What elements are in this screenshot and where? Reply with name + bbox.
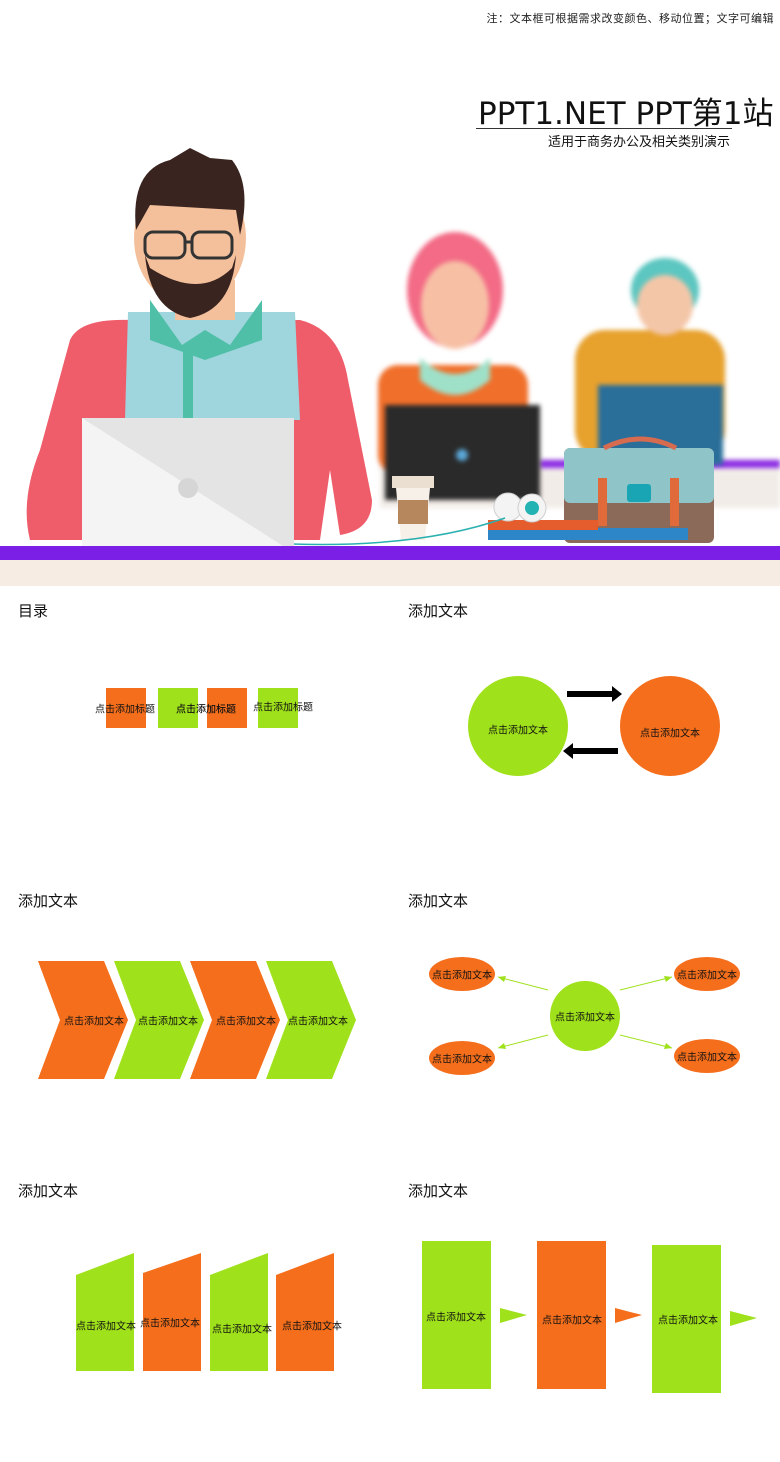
toc-tile bbox=[207, 688, 247, 728]
blurred-woman bbox=[378, 232, 540, 500]
chevron-label[interactable]: 点击添加文本 bbox=[64, 1016, 124, 1028]
hub-node bbox=[674, 1039, 740, 1073]
desk-front bbox=[0, 560, 780, 586]
flow-diagram bbox=[422, 1241, 757, 1393]
office-illustration bbox=[0, 148, 780, 586]
blurred-coworker bbox=[575, 258, 725, 465]
briefcase bbox=[564, 436, 714, 543]
slant-label[interactable]: 点击添加文本 bbox=[282, 1321, 342, 1333]
cycle-circle-left bbox=[468, 676, 568, 776]
flow-label[interactable]: 点击添加文本 bbox=[426, 1312, 486, 1324]
hub-center-label[interactable]: 点击添加文本 bbox=[555, 1012, 615, 1024]
slant-block bbox=[76, 1253, 134, 1371]
desk-edge bbox=[0, 546, 780, 560]
section-title-chevrons: 添加文本 bbox=[18, 892, 79, 910]
hub-diagram bbox=[429, 957, 740, 1075]
cover-subtitle: 适用于商务办公及相关类别演示 bbox=[548, 135, 731, 150]
connector-arrowhead bbox=[664, 976, 672, 982]
toc-label[interactable]: 点击添加标题 bbox=[253, 702, 313, 714]
flow-arrow-icon bbox=[730, 1311, 757, 1326]
section-title-flow: 添加文本 bbox=[408, 1182, 469, 1200]
edit-note: 注：文本框可根据需求改变颜色、移动位置；文字可编辑 bbox=[486, 12, 774, 25]
slanted-blocks bbox=[76, 1253, 334, 1371]
hub-node bbox=[674, 957, 740, 991]
chevron-label[interactable]: 点击添加文本 bbox=[288, 1016, 348, 1028]
slant-label[interactable]: 点击添加文本 bbox=[212, 1324, 272, 1336]
coffee-cup bbox=[392, 476, 434, 540]
cycle-label-right[interactable]: 点击添加文本 bbox=[640, 728, 700, 740]
chevron-step bbox=[266, 961, 356, 1079]
arrow-left-icon bbox=[563, 743, 618, 759]
hub-node-label[interactable]: 点击添加文本 bbox=[432, 1054, 492, 1066]
toc-label[interactable]: 点击添加标题 bbox=[95, 704, 155, 716]
headphones bbox=[291, 492, 547, 546]
hub-node-label[interactable]: 点击添加文本 bbox=[432, 970, 492, 982]
toc-tile bbox=[158, 688, 198, 728]
section-title-slants: 添加文本 bbox=[18, 1182, 79, 1200]
flow-block bbox=[537, 1241, 606, 1389]
hub-connector bbox=[619, 976, 673, 991]
arrow-right-icon bbox=[567, 686, 622, 702]
chevron-label[interactable]: 点击添加文本 bbox=[138, 1016, 198, 1028]
hub-connector bbox=[619, 1034, 673, 1049]
flow-arrow-icon bbox=[500, 1308, 527, 1323]
hub-connector bbox=[497, 976, 549, 991]
slant-block bbox=[210, 1253, 268, 1371]
connector-arrowhead bbox=[664, 1043, 672, 1049]
section-title-hub: 添加文本 bbox=[408, 892, 469, 910]
section-title-cycle: 添加文本 bbox=[408, 602, 469, 620]
hub-center bbox=[550, 981, 620, 1051]
flow-label[interactable]: 点击添加文本 bbox=[542, 1315, 602, 1327]
toc-tile bbox=[258, 688, 298, 728]
book bbox=[488, 528, 688, 540]
title-underline bbox=[476, 128, 732, 129]
cycle-label-left[interactable]: 点击添加文本 bbox=[488, 725, 548, 737]
flow-label[interactable]: 点击添加文本 bbox=[658, 1315, 718, 1327]
toc-tile bbox=[106, 688, 146, 728]
toc-label[interactable]: 点击添加标题 bbox=[176, 704, 236, 716]
slant-label[interactable]: 点击添加文本 bbox=[76, 1321, 136, 1333]
chevron-step bbox=[38, 961, 128, 1079]
hub-node-label[interactable]: 点击添加文本 bbox=[677, 970, 737, 982]
connector-arrowhead bbox=[498, 976, 506, 982]
book bbox=[488, 520, 598, 530]
cycle-circle-right bbox=[620, 676, 720, 776]
hub-node bbox=[429, 1041, 495, 1075]
flow-block bbox=[422, 1241, 491, 1389]
chevron-label[interactable]: 点击添加文本 bbox=[216, 1016, 276, 1028]
chevron-process bbox=[38, 961, 356, 1079]
chevron-step bbox=[114, 961, 204, 1079]
slant-block bbox=[276, 1253, 334, 1371]
man-with-laptop bbox=[26, 148, 373, 553]
section-title-toc: 目录 bbox=[18, 602, 49, 620]
cover-title: PPT1.NET PPT第1站 bbox=[478, 96, 774, 132]
hub-node-label[interactable]: 点击添加文本 bbox=[677, 1052, 737, 1064]
slant-block bbox=[143, 1253, 201, 1371]
flow-arrow-icon bbox=[615, 1308, 642, 1323]
flow-block bbox=[652, 1245, 721, 1393]
toc-label[interactable]: 点击添加标题 bbox=[176, 704, 236, 716]
hub-node bbox=[429, 957, 495, 991]
toc-diagram: 点击添加标题 点击添加标题 点击添加标题 bbox=[0, 680, 390, 740]
chevron-step bbox=[190, 961, 280, 1079]
connector-arrowhead bbox=[498, 1043, 506, 1049]
cycle-diagram bbox=[468, 676, 720, 776]
hub-connector bbox=[497, 1034, 549, 1049]
slant-label[interactable]: 点击添加文本 bbox=[140, 1318, 200, 1330]
